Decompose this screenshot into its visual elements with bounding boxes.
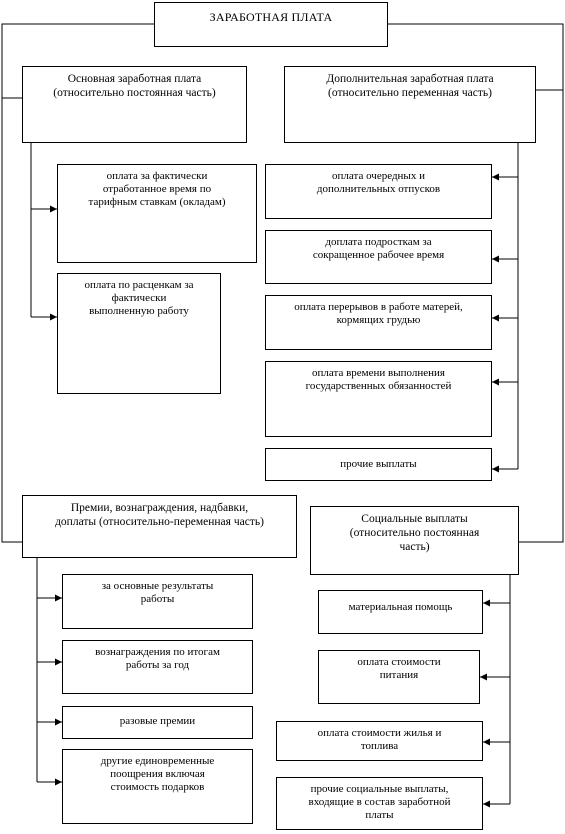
additional-item-2: доплата подросткам за сокращенное рабоче… [265,230,492,284]
additional-item-4: оплата времени выполнения государственны… [265,361,492,437]
frame-line-left [1,23,154,543]
frame-line-right [388,23,564,543]
additional-item-5: прочие выплаты [265,448,492,481]
bonuses-item-3: разовые премии [62,706,253,739]
bonuses-item-1: за основные результаты работы [62,574,253,629]
basic-item-1: оплата за фактически отработанное время … [57,164,257,263]
bonuses-item-4: другие единовременные поощрения включая … [62,749,253,824]
title-box: ЗАРАБОТНАЯ ПЛАТА [154,2,388,47]
group-basic: Основная заработная плата (относительно … [22,66,247,143]
group-social: Социальные выплаты (относительно постоян… [310,506,519,575]
social-item-4: прочие социальные выплаты, входящие в со… [276,777,483,830]
bonuses-item-2: вознаграждения по итогам работы за год [62,640,253,694]
group-bonuses: Премии, вознаграждения, надбавки, доплат… [22,495,297,558]
social-item-3: оплата стоимости жилья и топлива [276,721,483,761]
additional-item-1: оплата очередных и дополнительных отпуск… [265,164,492,219]
social-item-2: оплата стоимости питания [318,650,480,704]
social-item-1: материальная помощь [318,590,483,634]
group-additional: Дополнительная заработная плата (относит… [284,66,536,143]
additional-item-3: оплата перерывов в работе матерей, кормя… [265,295,492,350]
basic-item-2: оплата по расценкам за фактически выполн… [57,273,221,394]
